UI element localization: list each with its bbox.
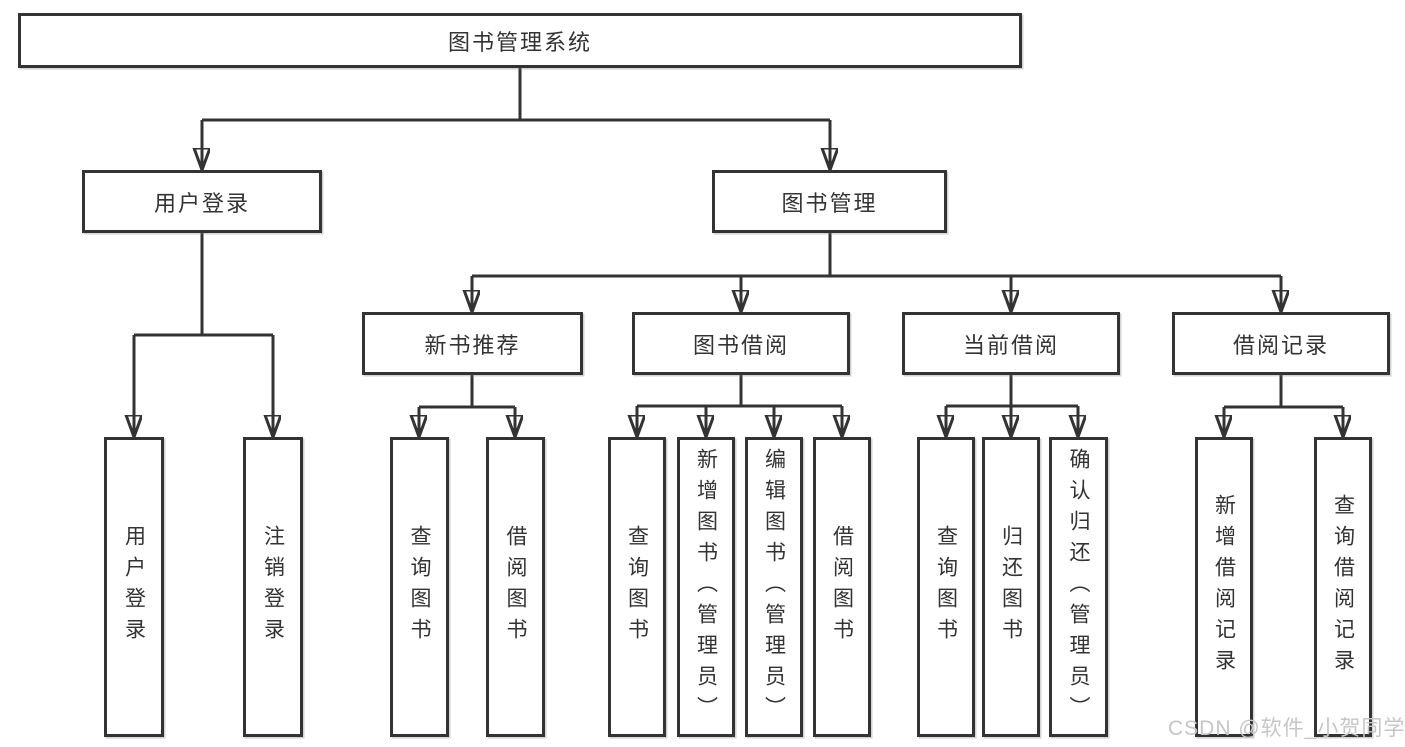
node-leaf-query-borrow-record: 查询借阅记录 bbox=[1314, 437, 1372, 737]
node-leaf-query-books-2: 查询图书 bbox=[608, 437, 666, 737]
node-user-login-label: 用户登录 bbox=[153, 190, 250, 216]
node-leaf-confirm-return-admin: 确认归还（管理员） bbox=[1049, 437, 1108, 737]
node-leaf-borrow-books-1-label: 借阅图书 bbox=[504, 525, 527, 649]
node-book-mgmt-label: 图书管理 bbox=[781, 190, 878, 216]
node-borrow-records: 借阅记录 bbox=[1172, 312, 1390, 375]
node-leaf-user-login: 用户登录 bbox=[104, 437, 164, 737]
node-user-login: 用户登录 bbox=[82, 170, 322, 233]
connector-root-to-level2 bbox=[202, 68, 830, 170]
node-leaf-add-books-admin: 新增图书（管理员） bbox=[677, 437, 735, 737]
node-leaf-logout-label: 注销登录 bbox=[261, 525, 285, 649]
node-borrow-records-label: 借阅记录 bbox=[1232, 332, 1329, 358]
node-leaf-query-borrow-record-label: 查询借阅记录 bbox=[1331, 494, 1355, 680]
node-current-borrow-label: 当前借阅 bbox=[962, 332, 1059, 358]
node-leaf-query-books-1-label: 查询图书 bbox=[408, 525, 431, 649]
node-leaf-return-books: 归还图书 bbox=[982, 437, 1040, 737]
node-leaf-edit-books-admin-label: 编辑图书（管理员） bbox=[762, 447, 786, 727]
node-leaf-query-books-1: 查询图书 bbox=[390, 437, 449, 737]
node-root: 图书管理系统 bbox=[18, 13, 1022, 68]
connector-new-books-branch bbox=[419, 375, 515, 437]
node-leaf-add-borrow-record: 新增借阅记录 bbox=[1195, 437, 1253, 737]
connector-current-borrow-branch bbox=[946, 375, 1078, 437]
node-current-borrow: 当前借阅 bbox=[902, 312, 1120, 375]
node-leaf-logout: 注销登录 bbox=[243, 437, 303, 737]
node-leaf-return-books-label: 归还图书 bbox=[999, 525, 1023, 649]
node-leaf-borrow-books-1: 借阅图书 bbox=[486, 437, 545, 737]
node-leaf-confirm-return-admin-label: 确认归还（管理员） bbox=[1067, 447, 1090, 727]
node-leaf-query-books-2-label: 查询图书 bbox=[625, 525, 649, 649]
node-leaf-user-login-label: 用户登录 bbox=[122, 525, 146, 649]
node-leaf-query-books-3-label: 查询图书 bbox=[934, 525, 958, 649]
node-new-books: 新书推荐 bbox=[362, 312, 583, 375]
node-leaf-add-borrow-record-label: 新增借阅记录 bbox=[1212, 494, 1236, 680]
node-new-books-label: 新书推荐 bbox=[424, 332, 521, 358]
connector-user-login-branch bbox=[134, 233, 273, 437]
connector-book-borrow-branch bbox=[637, 375, 842, 437]
node-leaf-edit-books-admin: 编辑图书（管理员） bbox=[745, 437, 803, 737]
node-leaf-query-books-3: 查询图书 bbox=[917, 437, 975, 737]
node-book-borrow: 图书借阅 bbox=[632, 312, 850, 375]
node-book-mgmt: 图书管理 bbox=[712, 170, 947, 233]
connector-book-mgmt-to-level3 bbox=[472, 233, 1281, 312]
node-root-label: 图书管理系统 bbox=[447, 29, 592, 55]
node-leaf-add-books-admin-label: 新增图书（管理员） bbox=[694, 447, 718, 727]
node-leaf-borrow-books-2: 借阅图书 bbox=[813, 437, 871, 737]
csdn-watermark: CSDN @软件_小贺同学 bbox=[1168, 717, 1405, 740]
connector-borrow-records-branch bbox=[1224, 375, 1343, 437]
node-leaf-borrow-books-2-label: 借阅图书 bbox=[830, 525, 854, 649]
node-book-borrow-label: 图书借阅 bbox=[692, 332, 789, 358]
